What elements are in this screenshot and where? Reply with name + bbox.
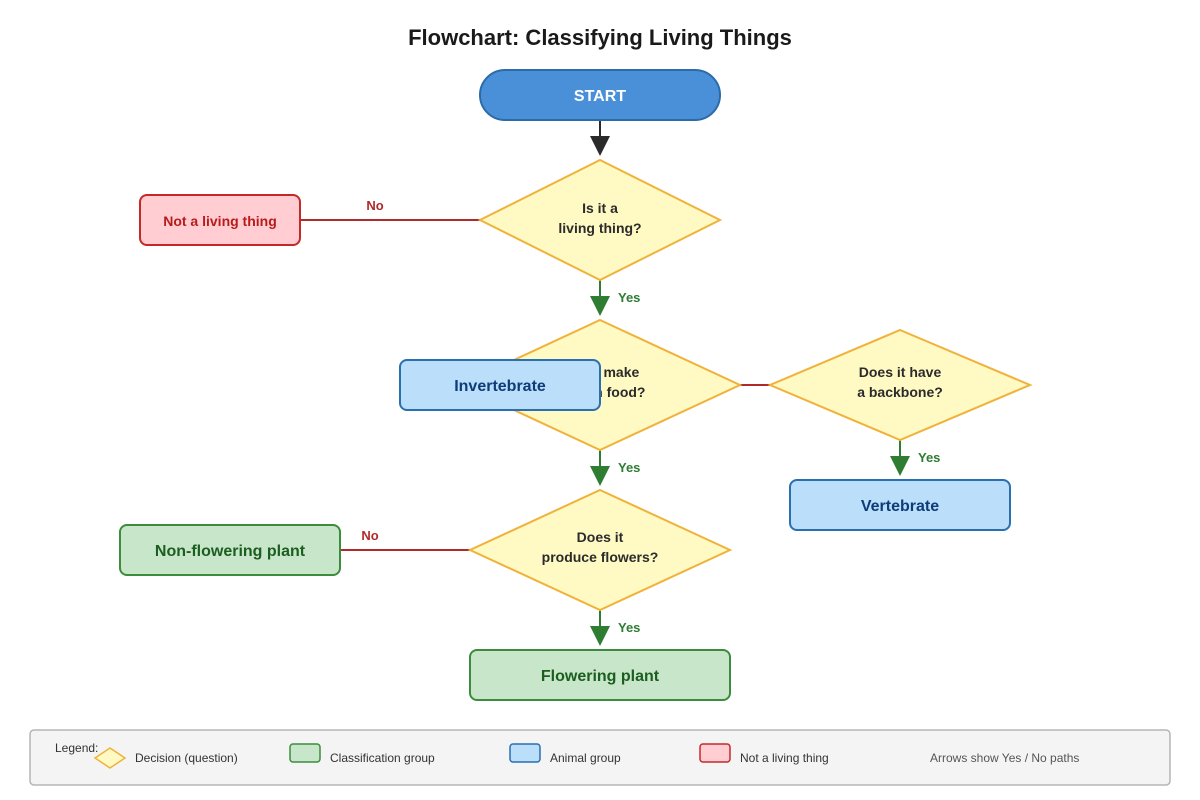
edge-label-living-no: No xyxy=(366,198,383,213)
node-non-flowering: Non-flowering plant xyxy=(119,524,341,576)
node-not-living-label: Not a living thing xyxy=(163,213,277,229)
legend-label: Legend: xyxy=(55,741,98,755)
node-q-living: Is it a living thing? xyxy=(477,158,723,282)
legend-decision-swatch xyxy=(93,747,127,769)
edge-label-flowers-no: No xyxy=(361,528,378,543)
legend-animal-text: Animal group xyxy=(550,751,621,765)
diagram-title: Flowchart: Classifying Living Things xyxy=(408,25,792,50)
node-q-living-line2: living thing? xyxy=(558,220,641,236)
node-flowering: Flowering plant xyxy=(469,649,731,701)
node-q-backbone-line1: Does it have xyxy=(859,364,942,380)
node-start: START xyxy=(479,69,721,121)
edge-label-food-yes: Yes xyxy=(618,460,640,475)
node-q-living-line1: Is it a xyxy=(582,200,618,216)
legend-classification-swatch xyxy=(289,743,321,763)
node-q-backbone-line2: a backbone? xyxy=(857,384,943,400)
legend-note: Arrows show Yes / No paths xyxy=(930,751,1079,765)
node-flowering-label: Flowering plant xyxy=(541,668,660,685)
node-q-flowers: Does it produce flowers? xyxy=(467,488,733,612)
node-start-label: START xyxy=(574,88,626,105)
node-q-backbone: Does it have a backbone? xyxy=(767,328,1033,442)
node-vertebrate: Vertebrate xyxy=(789,479,1011,531)
node-invertebrate-label: Invertebrate xyxy=(454,378,546,395)
node-q-flowers-line1: Does it xyxy=(577,529,624,545)
edge-label-flowers-yes: Yes xyxy=(618,620,640,635)
node-invertebrate: Invertebrate xyxy=(399,359,601,411)
legend-classification-text: Classification group xyxy=(330,751,435,765)
node-not-living: Not a living thing xyxy=(139,194,301,246)
node-q-flowers-line2: produce flowers? xyxy=(542,549,659,565)
legend-animal-swatch xyxy=(509,743,541,763)
legend-decision-text: Decision (question) xyxy=(135,751,238,765)
node-non-flowering-label: Non-flowering plant xyxy=(155,543,306,560)
node-vertebrate-label: Vertebrate xyxy=(861,498,939,515)
edge-label-living-yes: Yes xyxy=(618,290,640,305)
edge-label-backbone-yes: Yes xyxy=(918,450,940,465)
legend-nonliving-swatch xyxy=(699,743,731,763)
legend: Legend: Decision (question) Classificati… xyxy=(29,729,1171,786)
legend-nonliving-text: Not a living thing xyxy=(740,751,829,765)
